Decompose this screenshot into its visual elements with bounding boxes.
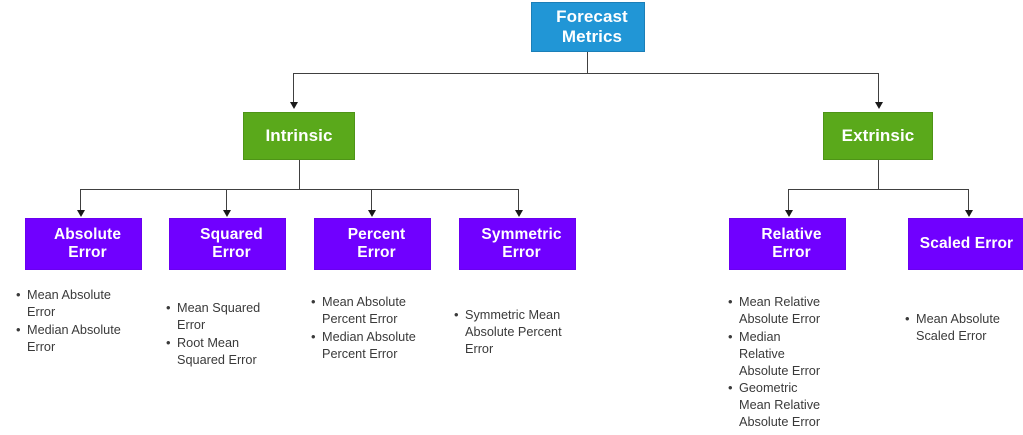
node-percent-error-line1: Percent	[347, 225, 406, 243]
connector-intrinsic-to-absolute	[80, 189, 81, 211]
node-intrinsic-label: Intrinsic	[265, 125, 333, 145]
list-scaled-error: Mean Absolute Scaled Error	[903, 310, 1015, 346]
list-symmetric-error: Symmetric Mean Absolute Percent Error	[452, 306, 572, 359]
node-extrinsic[interactable]: Extrinsic	[823, 112, 933, 160]
list-item: Mean Absolute Error	[14, 286, 136, 321]
node-squared-error-line2: Error	[212, 244, 251, 261]
list-item: Mean Absolute Scaled Error	[903, 310, 1015, 345]
node-symmetric-error-line2: Error	[502, 244, 541, 261]
node-percent-error-line2: Error	[357, 244, 396, 261]
node-scaled-error-label: Scaled Error	[919, 234, 1014, 252]
connector-intrinsic-bar	[80, 189, 518, 190]
connector-extrinsic-to-scaled	[968, 189, 969, 211]
arrow-intrinsic-to-percent	[368, 210, 376, 217]
node-relative-error-line2: Error	[772, 244, 811, 261]
connector-root-stem	[587, 52, 588, 74]
node-symmetric-error-line1: Symmetric	[481, 225, 562, 243]
node-scaled-error[interactable]: Scaled Error	[908, 218, 1023, 270]
connector-root-bar	[293, 73, 879, 74]
list-percent-error: Mean Absolute Percent ErrorMedian Absolu…	[309, 293, 424, 364]
list-item: Mean Squared Error	[164, 299, 284, 334]
node-absolute-error-line1: Absolute	[53, 225, 122, 243]
node-intrinsic[interactable]: Intrinsic	[243, 112, 355, 160]
list-squared-error: Mean Squared ErrorRoot Mean Squared Erro…	[164, 299, 284, 370]
connector-intrinsic-to-squared	[226, 189, 227, 211]
list-absolute-error: Mean Absolute ErrorMedian Absolute Error	[14, 286, 136, 357]
connector-intrinsic-to-percent	[371, 189, 372, 211]
list-item: Geometric Mean Relative Absolute Error	[726, 379, 824, 431]
connector-intrinsic-stem	[299, 160, 300, 189]
connector-extrinsic-to-relative	[788, 189, 789, 211]
connector-root-to-intrinsic	[293, 73, 294, 103]
connector-root-to-extrinsic	[878, 73, 879, 103]
list-item: Median Absolute Percent Error	[309, 328, 424, 363]
node-extrinsic-label: Extrinsic	[841, 125, 915, 145]
arrow-intrinsic-to-absolute	[77, 210, 85, 217]
list-item: Root Mean Squared Error	[164, 334, 284, 369]
list-item: Mean Absolute Percent Error	[309, 293, 424, 328]
list-item: Mean Relative Absolute Error	[726, 293, 824, 328]
connector-extrinsic-bar	[788, 189, 969, 190]
list-item: Median Absolute Error	[14, 321, 136, 356]
node-relative-error-line1: Relative	[761, 225, 822, 243]
arrow-root-to-extrinsic	[875, 102, 883, 109]
node-absolute-error-line2: Error	[68, 244, 107, 261]
connector-intrinsic-to-symmetric	[518, 189, 519, 211]
arrow-extrinsic-to-scaled	[965, 210, 973, 217]
arrow-intrinsic-to-symmetric	[515, 210, 523, 217]
list-item: Median Relative Absolute Error	[726, 328, 824, 380]
arrow-intrinsic-to-squared	[223, 210, 231, 217]
list-item: Symmetric Mean Absolute Percent Error	[452, 306, 572, 358]
connector-extrinsic-stem	[878, 160, 879, 189]
arrow-extrinsic-to-relative	[785, 210, 793, 217]
node-forecast-metrics-line2: Metrics	[561, 27, 623, 46]
node-forecast-metrics-line1: Forecast	[556, 6, 628, 26]
node-squared-error-line1: Squared	[200, 225, 263, 243]
arrow-root-to-intrinsic	[290, 102, 298, 109]
list-relative-error: Mean Relative Absolute ErrorMedian Relat…	[726, 293, 824, 432]
